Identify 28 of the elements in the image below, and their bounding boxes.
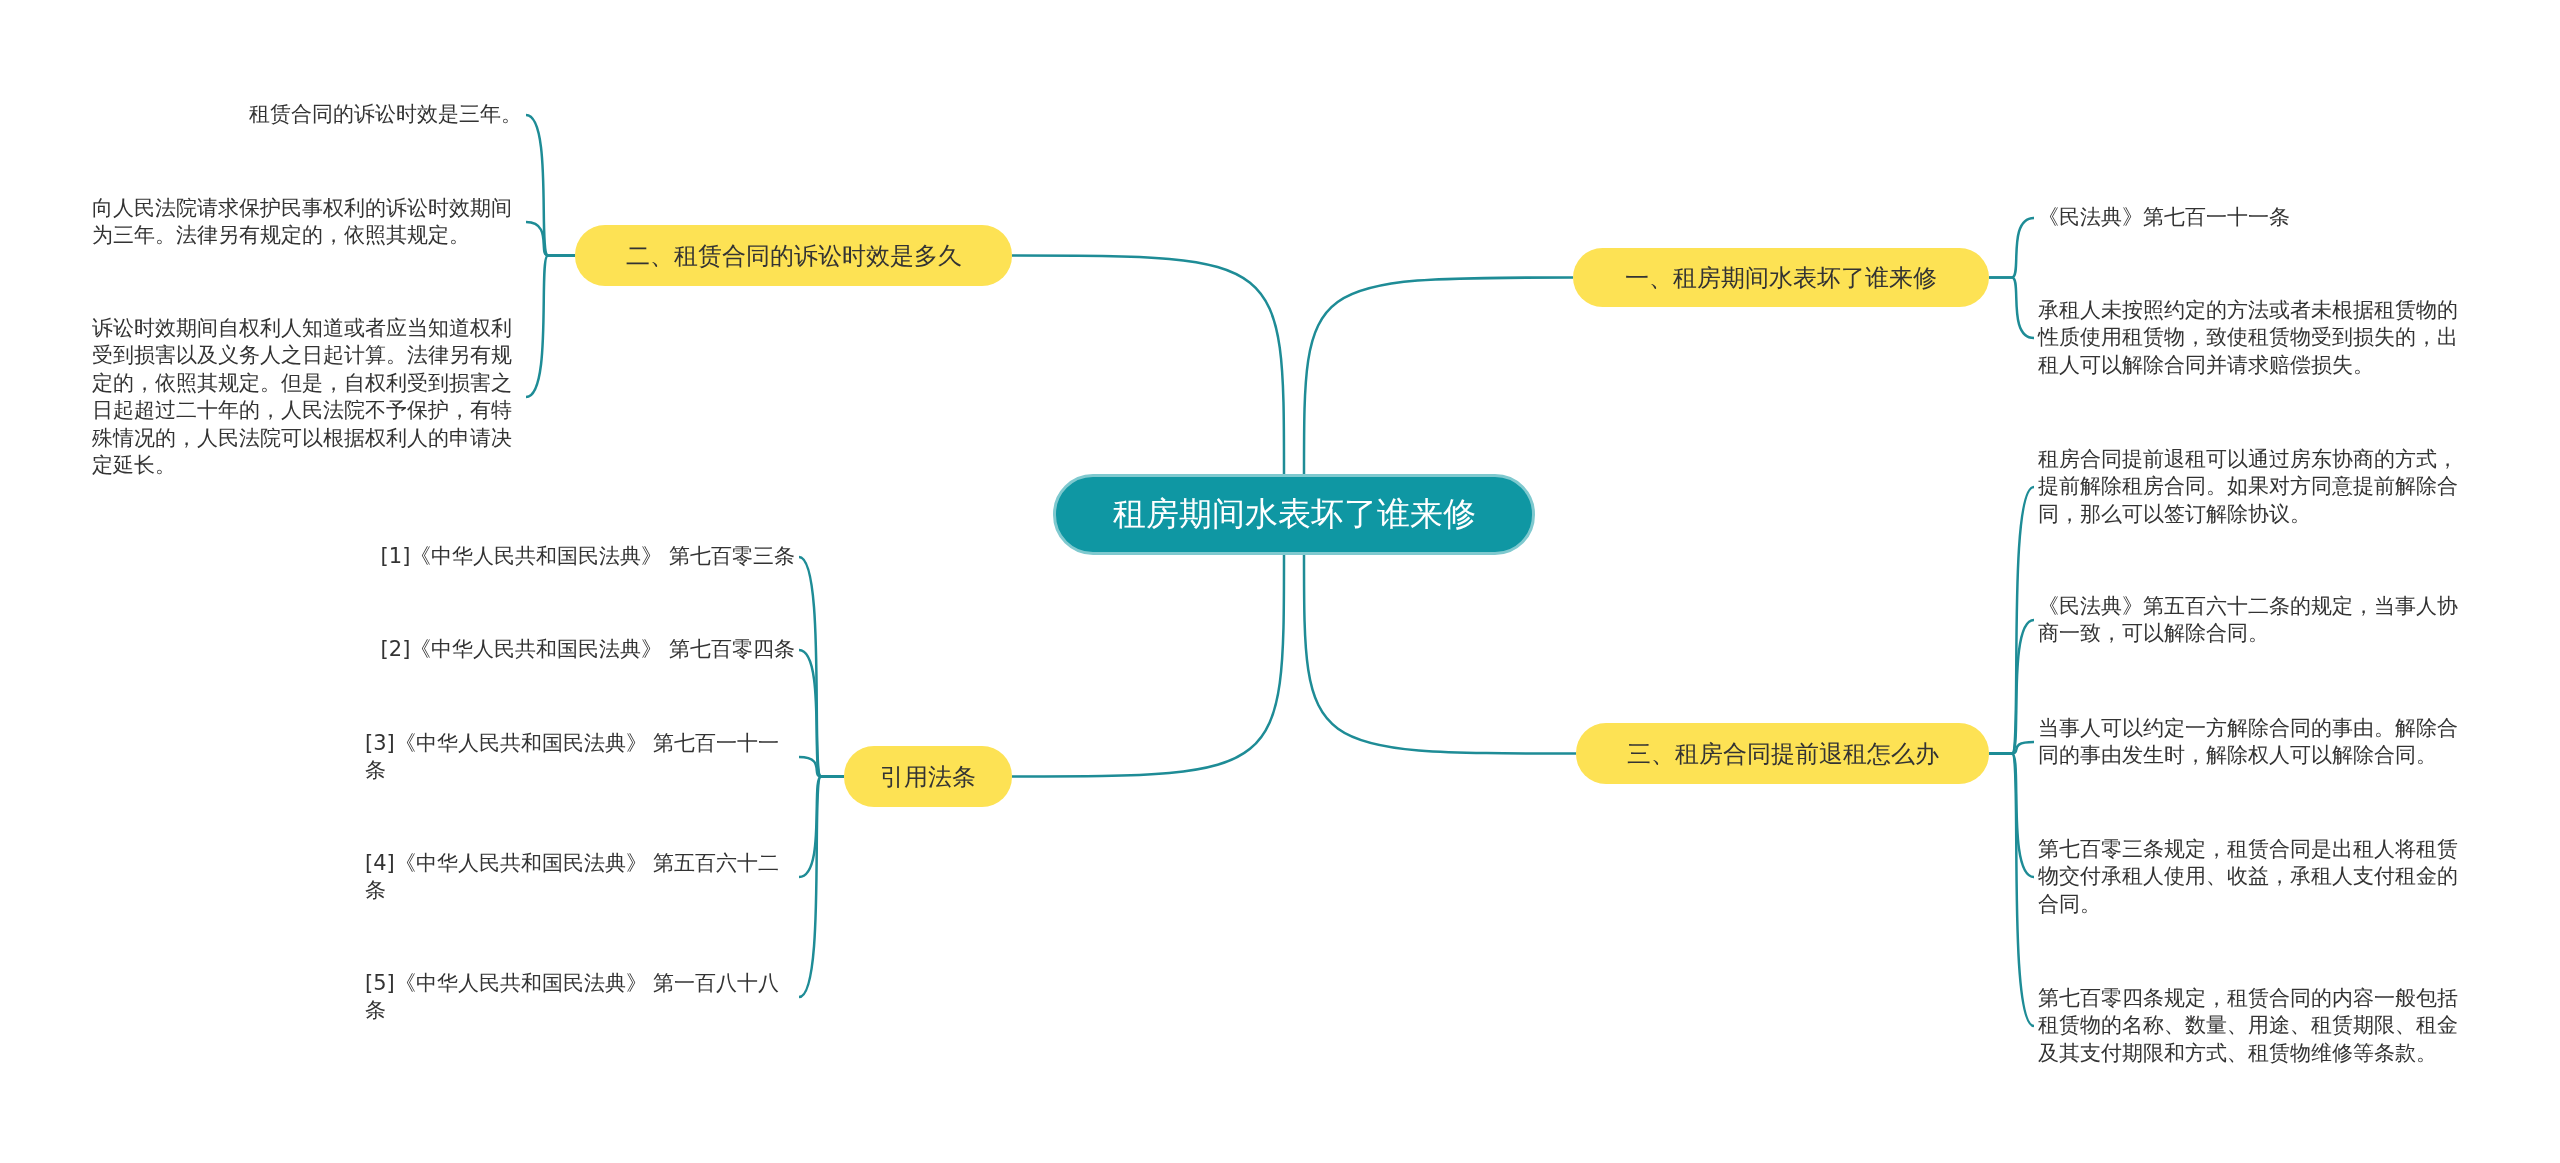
leaf-text: 租赁合同的诉讼时效是三年。 (249, 101, 522, 129)
branch-topic: 引用法条 (844, 746, 1012, 807)
central-topic: 租房期间水表坏了谁来修 (1053, 474, 1535, 555)
connector-line (1012, 555, 1286, 778)
branch-topic: 二、租赁合同的诉讼时效是多久 (575, 225, 1012, 286)
leaf-text: [2]《中华人民共和国民法典》 第七百零四条 (380, 636, 795, 664)
leaf-text: 第七百零三条规定，租赁合同是出租人将租赁物交付承租人使用、收益，承租人支付租金的合同。 (2038, 835, 2468, 919)
leaf-text: 诉讼时效期间自权利人知道或者应当知道权利受到损害以及义务人之日起计算。法律另有规定的，依照其规定。但是，自权利受到损害之日起超过二十年的，人民法院不予保护，有特殊情况的，人民法院可以根据权利人的申请决定延长。 (92, 314, 522, 480)
connector-line (1012, 254, 1286, 474)
connector-line (798, 775, 844, 998)
leaf-text: 《民法典》第七百一十一条 (2038, 204, 2290, 232)
leaf-text: 第七百零四条规定，租赁合同的内容一般包括租赁物的名称、数量、用途、租赁期限、租金及其支付期限和方式、租赁物维修等条款。 (2038, 984, 2468, 1068)
leaf-text: 向人民法院请求保护民事权利的诉讼时效期间为三年。法律另有规定的，依照其规定。 (92, 194, 522, 250)
leaf-text: 当事人可以约定一方解除合同的事由。解除合同的事由发生时，解除权人可以解除合同。 (2038, 714, 2468, 770)
leaf-text: [4]《中华人民共和国民法典》 第五百六十二条 (365, 849, 795, 905)
leaf-text: [5]《中华人民共和国民法典》 第一百八十八条 (365, 969, 795, 1025)
connector-line (1989, 276, 2035, 340)
branch-topic: 三、租房合同提前退租怎么办 (1576, 723, 1989, 784)
branch-topic: 一、租房期间水表坏了谁来修 (1573, 248, 1989, 307)
leaf-text: [1]《中华人民共和国民法典》 第七百零三条 (380, 543, 795, 571)
leaf-text: 租房合同提前退租可以通过房东协商的方式，提前解除租房合同。如果对方同意提前解除合同，那么可以签订解除协议。 (2038, 445, 2468, 529)
connector-line (525, 254, 575, 399)
leaf-text: 承租人未按照约定的方法或者未根据租赁物的性质使用租赁物，致使租赁物受到损失的，出租人可以解除合同并请求赔偿损失。 (2038, 296, 2468, 380)
leaf-text: [3]《中华人民共和国民法典》 第七百一十一条 (365, 729, 795, 785)
leaf-text: 《民法典》第五百六十二条的规定，当事人协商一致，可以解除合同。 (2038, 592, 2468, 648)
connector-line (1302, 555, 1576, 755)
connector-line (1989, 752, 2035, 1027)
connector-line (1302, 276, 1573, 474)
